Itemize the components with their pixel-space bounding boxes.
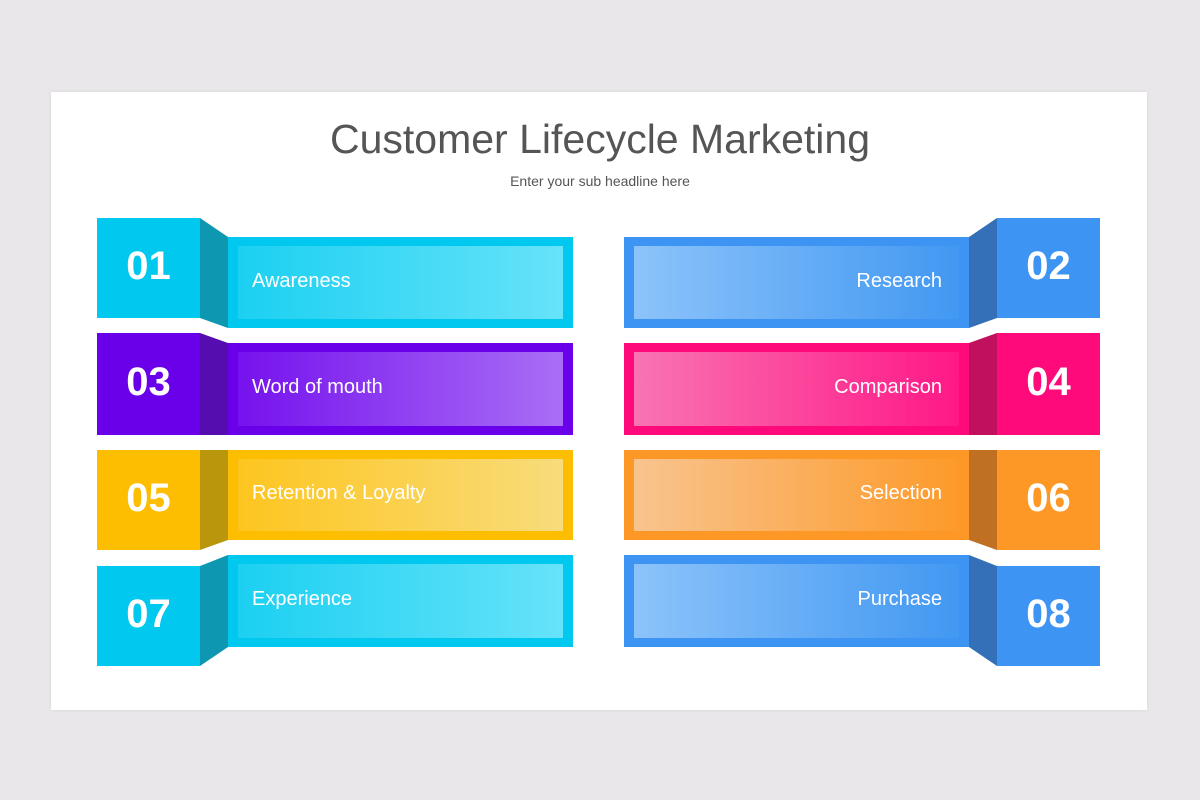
step-number-block bbox=[997, 218, 1100, 318]
step-03 bbox=[97, 333, 573, 435]
step-bar-inner bbox=[238, 459, 563, 531]
page-subtitle: Enter your sub headline here bbox=[510, 173, 690, 189]
step-number: 01 bbox=[126, 244, 171, 288]
step-01 bbox=[97, 218, 573, 328]
step-label: Retention & Loyalty bbox=[252, 482, 426, 504]
step-fold bbox=[969, 333, 997, 435]
step-number-block bbox=[997, 566, 1100, 666]
step-number-block bbox=[997, 450, 1100, 550]
step-bar-inner bbox=[634, 352, 959, 426]
step-07 bbox=[97, 555, 573, 666]
step-number: 05 bbox=[126, 476, 171, 520]
step-bar-inner bbox=[634, 459, 959, 531]
step-bar-inner bbox=[238, 564, 563, 638]
step-number-block bbox=[97, 333, 200, 435]
step-number-block bbox=[97, 566, 200, 666]
step-label: Experience bbox=[252, 588, 353, 610]
page-title: Customer Lifecycle Marketing bbox=[329, 116, 871, 162]
step-fold bbox=[969, 218, 997, 328]
step-04 bbox=[624, 333, 1100, 435]
step-fold bbox=[200, 450, 228, 550]
step-08 bbox=[624, 555, 1100, 666]
step-label: Word of mouth bbox=[252, 376, 383, 398]
step-number: 08 bbox=[1026, 592, 1071, 636]
step-label: Selection bbox=[859, 482, 942, 504]
step-bar-inner bbox=[238, 352, 563, 426]
step-bar-inner bbox=[634, 564, 959, 638]
step-number: 06 bbox=[1026, 476, 1071, 520]
step-label: Awareness bbox=[252, 269, 351, 292]
step-fold bbox=[969, 555, 997, 666]
step-number-block bbox=[97, 450, 200, 550]
step-fold bbox=[200, 555, 228, 666]
step-06 bbox=[624, 450, 1100, 550]
step-bar-inner bbox=[238, 246, 563, 319]
step-fold bbox=[969, 450, 997, 550]
step-02 bbox=[624, 218, 1100, 328]
step-number: 02 bbox=[1026, 244, 1071, 288]
step-label: Purchase bbox=[857, 588, 943, 610]
step-label: Comparison bbox=[834, 376, 942, 398]
step-fold bbox=[200, 218, 228, 328]
step-fold bbox=[200, 333, 228, 435]
step-number: 07 bbox=[126, 592, 171, 636]
step-bar-inner bbox=[634, 246, 959, 319]
step-number: 04 bbox=[1026, 360, 1071, 404]
step-number: 03 bbox=[126, 360, 171, 404]
step-number-block bbox=[97, 218, 200, 318]
step-number-block bbox=[997, 333, 1100, 435]
step-label: Research bbox=[856, 269, 942, 292]
step-05 bbox=[97, 450, 573, 550]
